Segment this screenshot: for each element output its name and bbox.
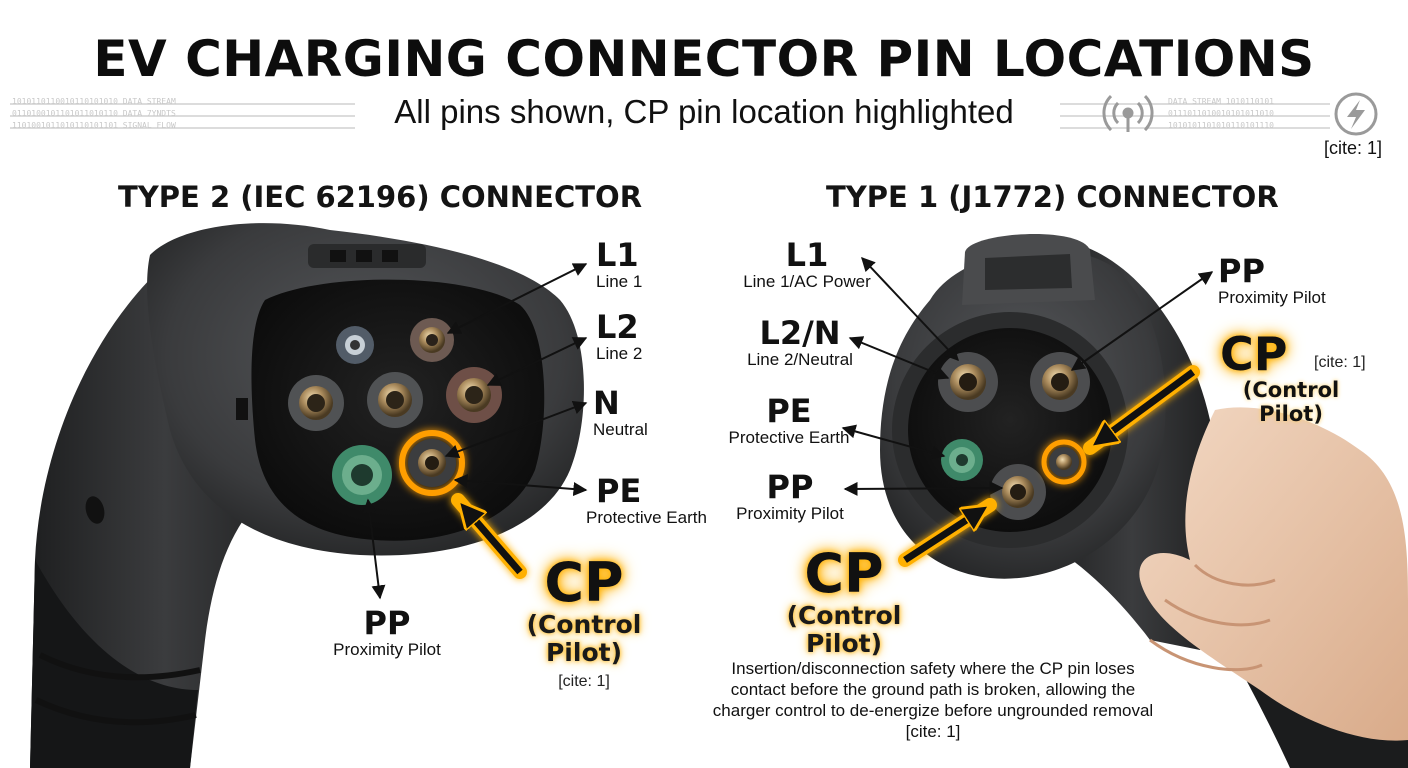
type2-pin-l2: L2 Line 2 xyxy=(596,310,642,364)
type1-cp-right-code: CP xyxy=(1220,327,1288,381)
decor-text-right-3: 1010101101010110101110 xyxy=(1168,121,1274,130)
type2-cp-pointer-core xyxy=(462,505,523,575)
type1-cp-right-cite: [cite: 1] xyxy=(1314,354,1366,371)
type1-cp-right-name: (Control Pilot) xyxy=(1242,378,1340,426)
decor-text-right-1: DATA STREAM 1010110101 xyxy=(1168,97,1274,106)
type2-pin-pe-code: PE xyxy=(596,472,642,510)
type2-pin-l2-name: Line 2 xyxy=(596,344,643,363)
decor-text-left-2: 0110100101101011010110 DATA 7YNDTS xyxy=(12,109,176,118)
type2-cp-cite: [cite: 1] xyxy=(558,673,610,690)
page-title: EV CHARGING CONNECTOR PIN LOCATIONS xyxy=(93,30,1315,88)
type1-cp-right: CP (Control Pilot) xyxy=(1216,330,1366,426)
type2-cp-code: CP xyxy=(544,551,624,614)
type1-cp-main: CP (Control Pilot) xyxy=(746,546,942,658)
type2-pin-l2-code: L2 xyxy=(596,308,639,346)
type2-pin-pe-name: Protective Earth xyxy=(586,508,707,527)
type1-pin-pp-left: PP Proximity Pilot xyxy=(733,470,847,524)
decor-text-left-1: 1010110110010110101010 DATA STREAM xyxy=(12,97,176,106)
type2-pin-pp: PP Proximity Pilot xyxy=(322,606,452,660)
type1-cp-right-pointer xyxy=(1095,369,1196,444)
type2-pin-n-name: Neutral xyxy=(593,420,648,439)
type1-pin-l2n-code: L2/N xyxy=(759,314,841,352)
type1-pin-pp-right-code: PP xyxy=(1218,252,1265,290)
type2-pin-n: N Neutral xyxy=(593,386,648,440)
type2-heading: TYPE 2 (IEC 62196) CONNECTOR xyxy=(118,180,643,214)
wireless-signal-icon xyxy=(1102,94,1154,132)
type2-pin-l1-name: Line 1 xyxy=(596,272,643,291)
header-cite: [cite: 1] xyxy=(1323,138,1382,158)
type1-pin-pe: PE Protective Earth xyxy=(727,394,851,448)
type1-cp-main-code: CP xyxy=(804,542,884,605)
decor-lines-left xyxy=(10,103,355,129)
type1-arrows xyxy=(841,256,1214,496)
type1-heading: TYPE 1 (J1772) CONNECTOR xyxy=(826,180,1279,214)
type1-pin-pp-left-code: PP xyxy=(766,468,814,506)
type1-cp-main-name: (Control Pilot) xyxy=(786,601,902,658)
decor-text-right-2: 0111011010010101011010 xyxy=(1168,109,1274,118)
type1-pin-pp-right: PP Proximity Pilot xyxy=(1218,254,1326,308)
type2-pin-pp-code: PP xyxy=(363,604,411,642)
type1-pin-l1-code: L1 xyxy=(785,236,829,274)
type1-pin-l2n-name: Line 2/Neutral xyxy=(747,350,853,369)
decor-text-left-3: 1101001011010110101101 SIGNAL FLOW xyxy=(12,121,176,130)
type2-pin-pp-name: Proximity Pilot xyxy=(333,640,441,659)
type1-cp-main-pointer xyxy=(903,508,985,563)
type1-pin-pe-name: Protective Earth xyxy=(728,428,850,447)
type2-pin-n-code: N xyxy=(593,384,620,422)
page-subtitle: All pins shown, CP pin location highligh… xyxy=(394,93,1014,130)
type1-pin-l1: L1 Line 1/AC Power xyxy=(742,238,872,292)
type2-pin-cp: CP (Control Pilot) [cite: 1] xyxy=(486,555,682,691)
type2-pin-l1-code: L1 xyxy=(596,236,639,274)
type2-cp-name: (Control Pilot) xyxy=(526,610,642,667)
type2-pin-pe: PE Protective Earth xyxy=(586,474,707,528)
type1-pin-l1-name: Line 1/AC Power xyxy=(743,272,871,291)
type2-pin-l1: L1 Line 1 xyxy=(596,238,642,292)
type1-pin-pp-left-name: Proximity Pilot xyxy=(736,504,844,523)
type1-pin-pp-right-name: Proximity Pilot xyxy=(1218,288,1326,307)
safety-note: Insertion/disconnection safety where the… xyxy=(712,659,1154,741)
type2-connector-illustration xyxy=(30,223,584,768)
type1-pin-pe-code: PE xyxy=(766,392,812,430)
lightning-bolt-icon xyxy=(1334,92,1378,136)
type1-pin-l2n: L2/N Line 2/Neutral xyxy=(742,316,858,370)
type2-arrows xyxy=(362,263,588,600)
